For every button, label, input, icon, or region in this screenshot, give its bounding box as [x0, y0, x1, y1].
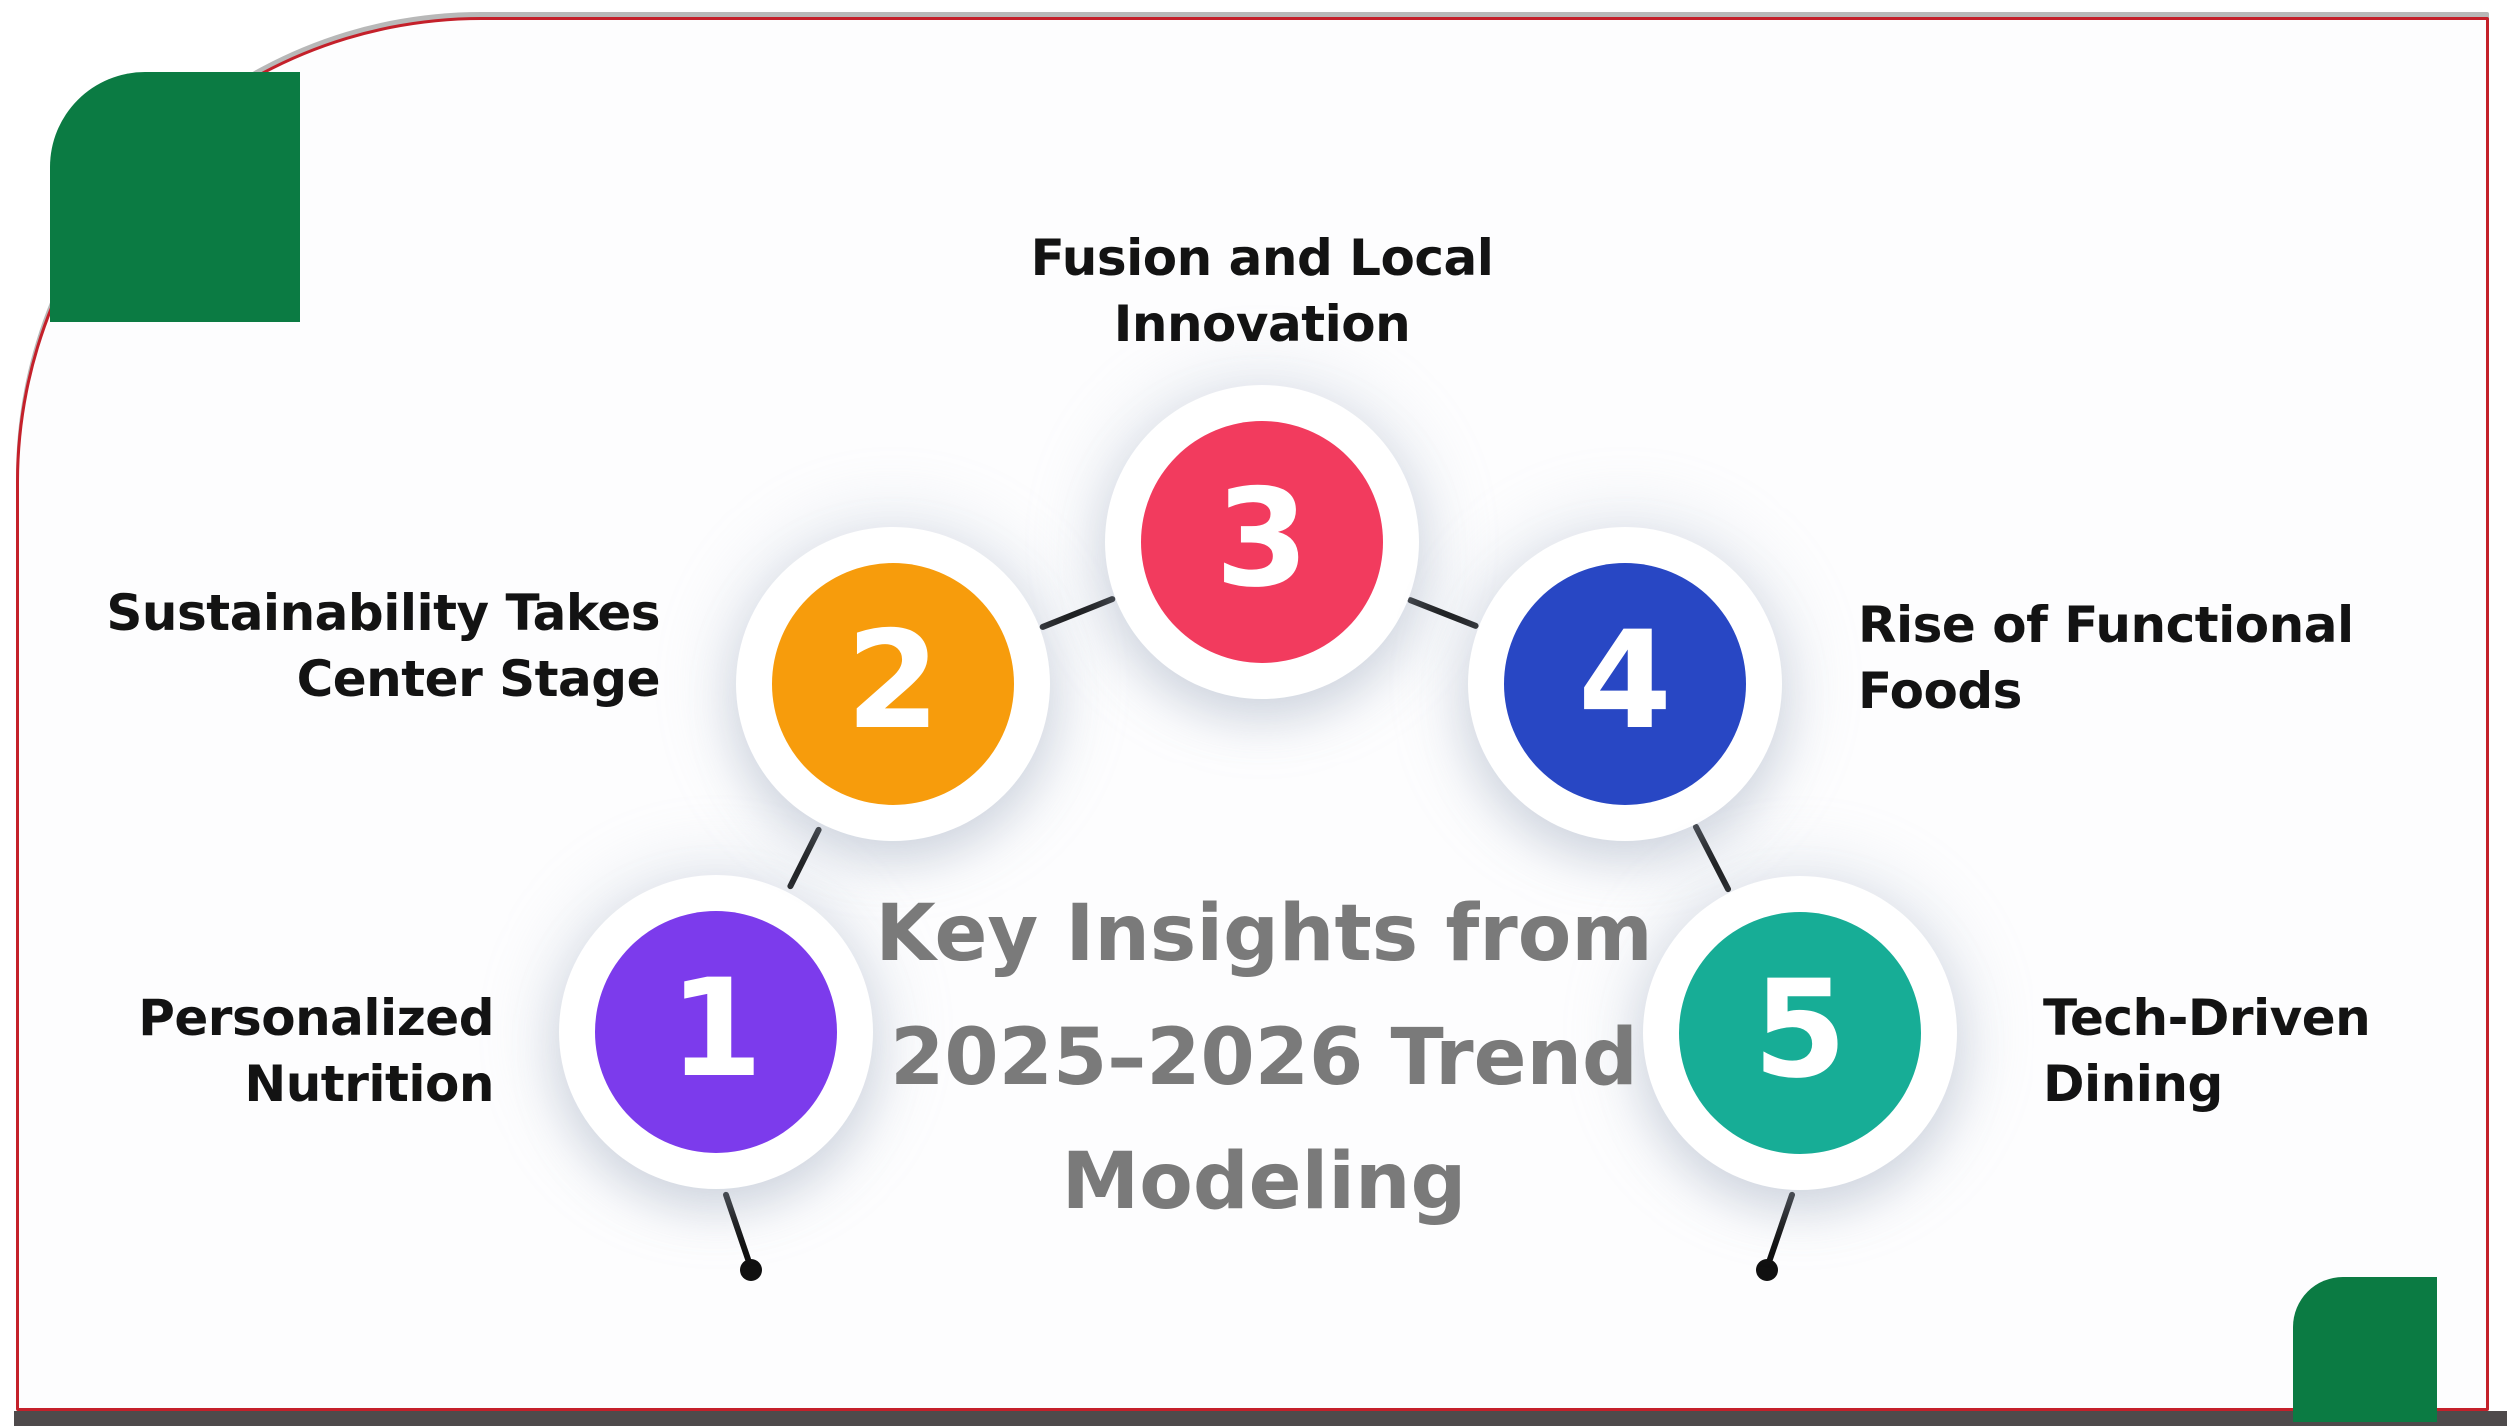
step-number-5: 5 [1753, 950, 1847, 1108]
bordered-card [16, 17, 2489, 1411]
step-number-3: 3 [1215, 459, 1309, 617]
step-label-personalized-nutrition: Personalized Nutrition [138, 989, 494, 1113]
step-node-1: 1 [559, 875, 873, 1189]
step-circle-3: 3 [1141, 421, 1383, 663]
step-node-2: 2 [736, 527, 1050, 841]
step-number-2: 2 [846, 601, 940, 759]
corner-decoration-bottom-right [2293, 1277, 2437, 1422]
step-label-tech-driven-dining: Tech-Driven Dining [2043, 989, 2371, 1113]
step-node-4: 4 [1468, 527, 1782, 841]
step-node-3: 3 [1105, 385, 1419, 699]
step-number-1: 1 [669, 949, 763, 1107]
step-circle-5: 5 [1679, 912, 1921, 1154]
end-dot [740, 1259, 762, 1281]
step-label-functional-foods: Rise of Functional Foods [1858, 596, 2354, 720]
step-circle-4: 4 [1504, 563, 1746, 805]
step-node-5: 5 [1643, 876, 1957, 1190]
footer-band [14, 1411, 2507, 1426]
step-label-sustainability: Sustainability Takes Center Stage [106, 584, 660, 708]
step-circle-1: 1 [595, 911, 837, 1153]
step-label-fusion-innovation: Fusion and Local Innovation [1030, 229, 1494, 353]
corner-decoration-top-left [50, 72, 300, 322]
end-dot [1756, 1259, 1778, 1281]
page-title: Key Insights from 2025–2026 Trend Modeli… [875, 889, 1653, 1227]
step-number-4: 4 [1578, 601, 1672, 759]
step-circle-2: 2 [772, 563, 1014, 805]
